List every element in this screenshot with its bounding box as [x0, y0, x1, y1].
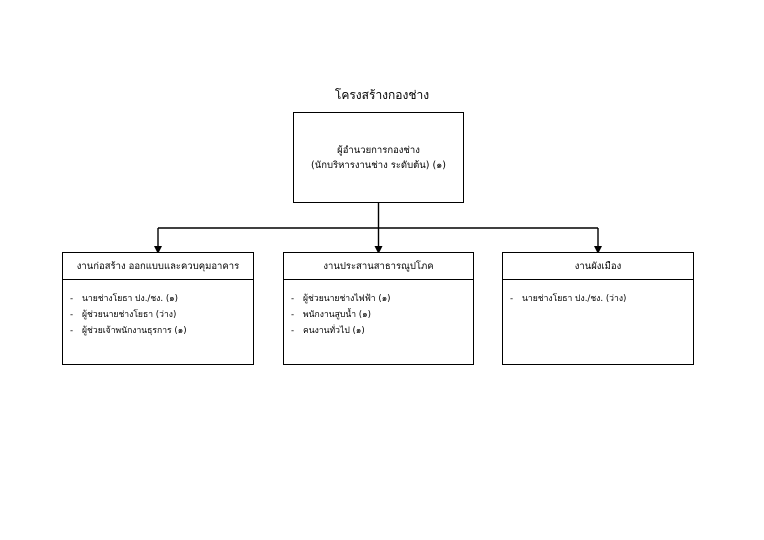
dept-name: งานผังเมือง [503, 253, 693, 280]
dept-box-city-planning: งานผังเมือง -นายช่างโยธา ปง./ชง. (ว่าง) [502, 252, 694, 365]
director-position: (นักบริหารงานช่าง ระดับต้น) (๑) [311, 159, 446, 171]
staff-item: -ผู้ช่วยนายช่างโยธา (ว่าง) [70, 310, 177, 320]
staff-item: -นายช่างโยธา ปง./ชง. (ว่าง) [510, 294, 627, 304]
director-box: ผู้อำนวยการกองช่าง (นักบริหารงานช่าง ระด… [293, 112, 464, 203]
staff-item: -คนงานทั่วไป (๑) [291, 326, 365, 336]
staff-list: -ผู้ช่วยนายช่างไฟฟ้า (๑) -พนักงานสูบน้ำ … [284, 280, 473, 339]
staff-list: -นายช่างโยธา ปง./ชง. (ว่าง) [503, 280, 693, 307]
staff-item: -นายช่างโยธา ปง./ชง. (๑) [70, 294, 178, 304]
dept-name: งานก่อสร้าง ออกแบบและควบคุมอาคาร [63, 253, 253, 280]
chart-title: โครงสร้างกองช่าง [334, 88, 430, 102]
staff-list: -นายช่างโยธา ปง./ชง. (๑) -ผู้ช่วยนายช่าง… [63, 280, 253, 339]
dept-box-construction: งานก่อสร้าง ออกแบบและควบคุมอาคาร -นายช่า… [62, 252, 254, 365]
dept-box-utilities: งานประสานสาธารณูปโภค -ผู้ช่วยนายช่างไฟฟ้… [283, 252, 474, 365]
staff-item: -ผู้ช่วยเจ้าพนักงานธุรการ (๑) [70, 326, 187, 336]
dept-name: งานประสานสาธารณูปโภค [284, 253, 473, 280]
director-title: ผู้อำนวยการกองช่าง [337, 144, 420, 156]
staff-item: -ผู้ช่วยนายช่างไฟฟ้า (๑) [291, 294, 391, 304]
staff-item: -พนักงานสูบน้ำ (๑) [291, 310, 371, 320]
